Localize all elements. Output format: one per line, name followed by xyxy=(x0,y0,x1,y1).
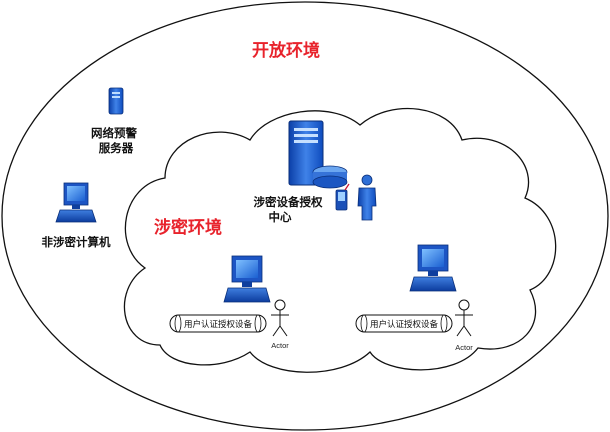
pda-icon xyxy=(335,183,350,211)
actor-left-icon xyxy=(271,299,289,337)
operator-person-icon xyxy=(357,174,377,221)
open-environment-title: 开放环境 xyxy=(252,40,320,61)
classified-computer-left-icon xyxy=(223,255,271,303)
warning-server-label: 网络预警 服务器 xyxy=(91,126,141,155)
auth-center-server-icon xyxy=(288,120,348,189)
auth-center-label: 涉密设备授权 中心 xyxy=(253,195,326,224)
auth-device-left: 用户认证授权设备 xyxy=(169,314,267,333)
classified-environment-title: 涉密环境 xyxy=(154,217,222,238)
actor-right-label: Actor xyxy=(455,343,473,352)
auth-device-right: 用户认证授权设备 xyxy=(355,314,453,333)
classified-computer-right-icon xyxy=(409,244,457,292)
classified-environment-cloud xyxy=(123,107,557,373)
non-classified-computer-icon xyxy=(55,182,97,223)
actor-right-icon xyxy=(455,299,473,337)
non-classified-computer-label: 非涉密计算机 xyxy=(42,235,111,249)
actor-left-label: Actor xyxy=(271,341,289,350)
auth-device-right-label: 用户认证授权设备 xyxy=(370,319,439,330)
warning-server-icon xyxy=(108,87,124,115)
auth-device-left-label: 用户认证授权设备 xyxy=(184,319,253,330)
